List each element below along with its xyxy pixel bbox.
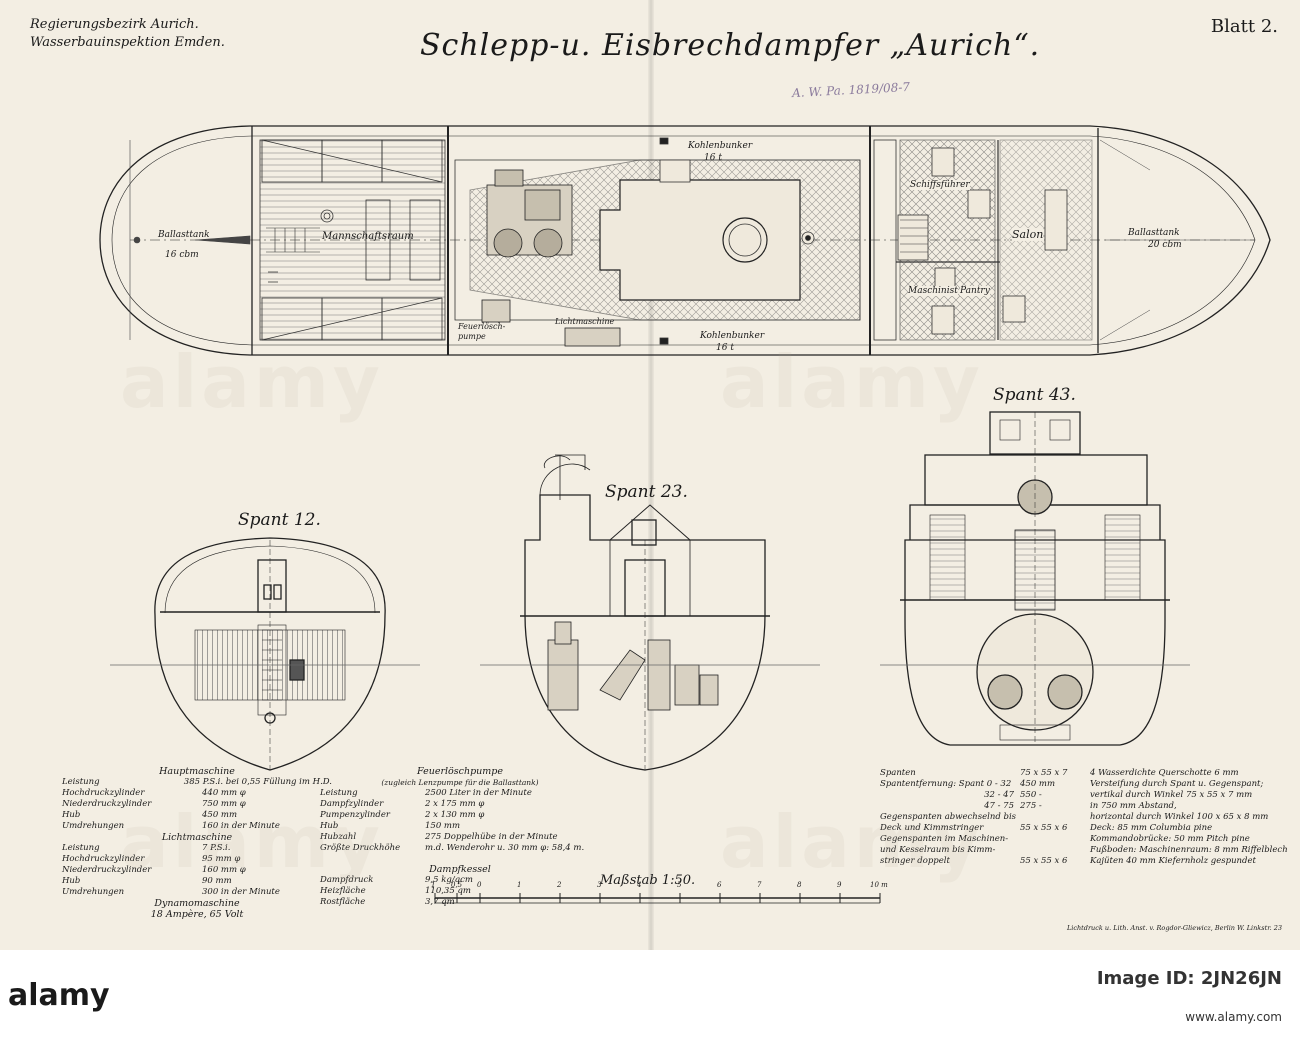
aft-ballast-lines bbox=[129, 140, 251, 340]
section-title-spant-12: Spant 12. bbox=[238, 510, 321, 530]
section-title-spant-23: Spant 23. bbox=[605, 482, 688, 502]
section-spant-23 bbox=[520, 454, 770, 771]
footer-url: www.alamy.com bbox=[1185, 1010, 1282, 1024]
engine-room bbox=[454, 137, 861, 347]
label-kohlenbunker-bottom: Kohlenbunker bbox=[700, 331, 765, 341]
table-fire-pump: Feuerlöschpumpe (zugleich Lenzpumpe für … bbox=[320, 766, 600, 908]
scale-tick-1: 1 bbox=[517, 881, 522, 889]
scale-tick-5: 5 bbox=[677, 881, 682, 889]
label-mannschaftsraum: Mannschaftsraum bbox=[322, 231, 414, 242]
hull-outline bbox=[99, 125, 1271, 356]
main-engine bbox=[486, 169, 573, 258]
label-ballasttank-aft: Ballasttank bbox=[158, 230, 210, 240]
scale-tick-3: 3 bbox=[597, 881, 602, 889]
table-dynamo-line: 18 Ampère, 65 Volt bbox=[150, 909, 244, 920]
scale-tick-9: 9 bbox=[837, 881, 842, 889]
label-ballasttank-fwd: Ballasttank bbox=[1128, 228, 1180, 238]
scale-tick-0: 0 bbox=[477, 881, 482, 889]
section-spant-43 bbox=[900, 411, 1170, 746]
section-title-spant-43: Spant 43. bbox=[993, 385, 1076, 405]
image-id: Image ID: 2JN26JN bbox=[1097, 970, 1282, 989]
scale-tick-8: 8 bbox=[797, 881, 802, 889]
label-lichtmaschine: Lichtmaschine bbox=[555, 317, 615, 326]
table-bulkheads: 4 Wasserdichte Querschotte 6 mm Versteif… bbox=[1090, 768, 1288, 866]
table-fire-pump-heading: Feuerlöschpumpe bbox=[417, 766, 503, 777]
crew-room bbox=[259, 139, 446, 341]
label-kohlenbunker-top-vol: 16 t bbox=[704, 153, 722, 163]
scale-bar bbox=[434, 893, 881, 904]
ship-drawing bbox=[99, 125, 1271, 904]
scale-tick-2: 2 bbox=[557, 881, 562, 889]
label-maschinist: Maschinist bbox=[908, 286, 958, 296]
label-ballasttank-fwd-vol: 20 cbm bbox=[1148, 240, 1182, 250]
scale-tick-10: 10 m bbox=[870, 881, 888, 889]
drawing-title: Schlepp-u. Eisbrechdampfer „Aurich“. bbox=[420, 28, 1041, 63]
scale-tick-1a: 1 bbox=[431, 881, 436, 889]
table-main-engine-heading: Hauptmaschine bbox=[159, 766, 235, 777]
sheet-number: Blatt 2. bbox=[1210, 16, 1278, 37]
table-dynamo-heading: Dynamomaschine bbox=[154, 898, 240, 909]
label-kohlenbunker-bottom-vol: 16 t bbox=[716, 343, 734, 353]
district-line-1: Regierungsbezirk Aurich. bbox=[30, 17, 199, 32]
scale-tick-4: 4 bbox=[637, 881, 642, 889]
scale-tick-7: 7 bbox=[757, 881, 762, 889]
scale-title: Maßstab 1:50. bbox=[600, 873, 696, 888]
footer-bar bbox=[0, 950, 1300, 1049]
label-feuerloeschpumpe: Feuerlösch-pumpe bbox=[458, 322, 506, 341]
label-salon: Salon bbox=[1012, 228, 1044, 241]
label-schiffsfuehrer: Schiffsführer bbox=[910, 180, 970, 190]
label-ballasttank-aft-vol: 16 cbm bbox=[165, 250, 199, 260]
table-boiler-heading: Dampfkessel bbox=[429, 864, 491, 875]
fwd-ballast-lines bbox=[1099, 139, 1255, 341]
table-fire-pump-subheading: (zugleich Lenzpumpe für die Ballasttank) bbox=[381, 778, 539, 787]
image-id-label: Image ID: 2JN26JN bbox=[1096, 968, 1282, 989]
label-pantry: Pantry bbox=[960, 286, 990, 296]
label-kohlenbunker-top: Kohlenbunker bbox=[688, 141, 753, 151]
forward-cabins bbox=[873, 139, 1093, 341]
section-spant-12 bbox=[154, 537, 386, 771]
alamy-logo: alamy bbox=[8, 978, 110, 1013]
page-fold bbox=[648, 0, 654, 1049]
scale-tick-05: 0,5 bbox=[451, 881, 463, 889]
scale-tick-6: 6 bbox=[717, 881, 722, 889]
district-line-2: Wasserbauinspektion Emden. bbox=[30, 35, 225, 50]
printer-credit: Lichtdruck u. Lith. Anst. v. Rogdor-Glie… bbox=[1066, 924, 1282, 932]
table-light-engine-heading: Lichtmaschine bbox=[161, 832, 233, 843]
